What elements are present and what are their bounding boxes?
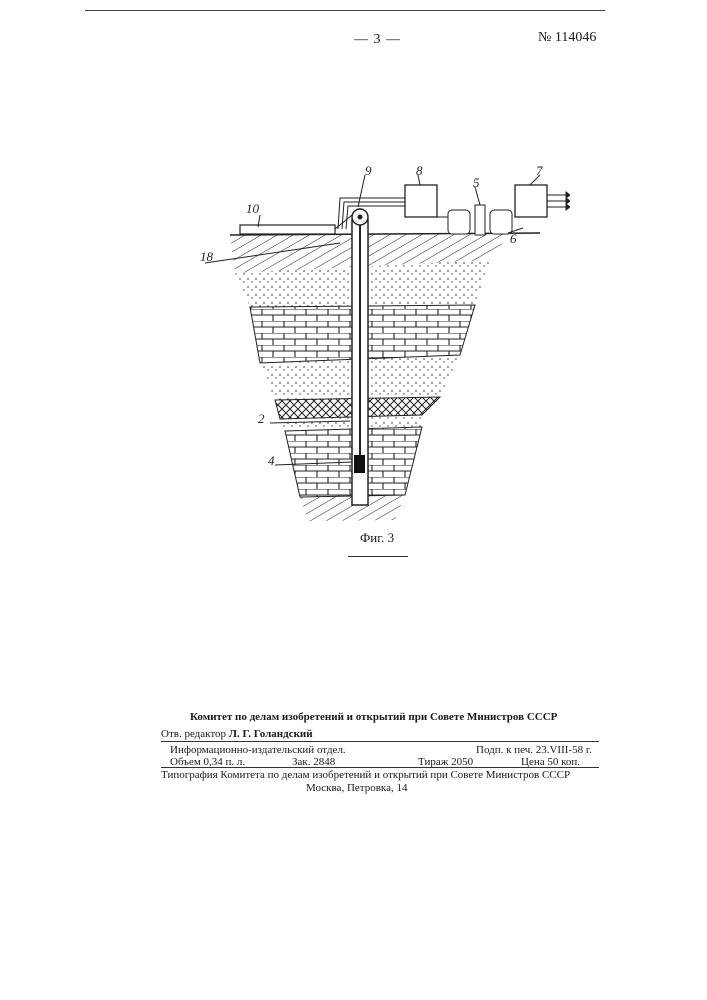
imprint-rule-top: [161, 741, 599, 742]
caption-rule: [348, 556, 408, 557]
editor-line: Отв. редактор Л. Г. Голандский: [161, 728, 313, 740]
imprint-dept: Информационно-издательский отдел.: [170, 744, 346, 756]
label-6: 6: [510, 231, 517, 246]
address-line: Москва, Петровка, 14: [306, 782, 407, 794]
label-7: 7: [536, 165, 543, 178]
label-4: 4: [268, 453, 275, 468]
well-bore: [352, 220, 368, 505]
editor-label: Отв. редактор: [161, 728, 226, 740]
ground-strata: [230, 233, 510, 521]
machine-5: [437, 205, 512, 235]
figure-3-diagram: 9 8 5 7 10 6 18 2 4: [190, 165, 570, 525]
printer-line: Типография Комитета по делам изобретений…: [161, 769, 570, 781]
imprint-signed: Подп. к печ. 23.VIII-58 г.: [476, 744, 592, 756]
block-8: [405, 185, 437, 217]
equipment-10: [240, 215, 352, 234]
label-10: 10: [246, 201, 260, 216]
label-5: 5: [473, 175, 480, 190]
label-9: 9: [365, 165, 372, 178]
patent-number: № 114046: [538, 30, 596, 46]
imprint-rule-bottom: [161, 767, 599, 768]
page-number: — 3 —: [354, 32, 401, 48]
label-2: 2: [258, 411, 265, 426]
editor-name: Л. Г. Голандский: [229, 728, 313, 740]
figure-caption: Фиг. 3: [360, 530, 394, 546]
committee-line: Комитет по делам изобретений и открытий …: [190, 711, 557, 723]
label-8: 8: [416, 165, 423, 178]
output-arrows: [547, 192, 570, 210]
label-18: 18: [200, 249, 214, 264]
cables: [338, 198, 405, 229]
top-rule: [85, 10, 605, 11]
downhole-tool: [354, 455, 365, 473]
block-7: [515, 185, 547, 217]
